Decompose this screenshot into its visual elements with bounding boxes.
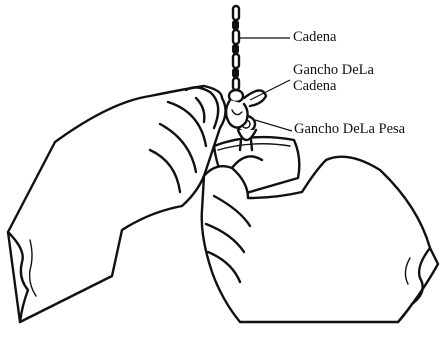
chain-hook-label-line1: Gancho DeLa [293, 62, 374, 79]
chain [232, 6, 239, 90]
left-hand [8, 86, 226, 322]
chain-label: Cadena [293, 29, 336, 46]
right-hand [202, 156, 438, 322]
weight-hook-label: Gancho DeLa Pesa [294, 121, 405, 138]
chain-hook-label-line2: Cadena [293, 78, 336, 95]
